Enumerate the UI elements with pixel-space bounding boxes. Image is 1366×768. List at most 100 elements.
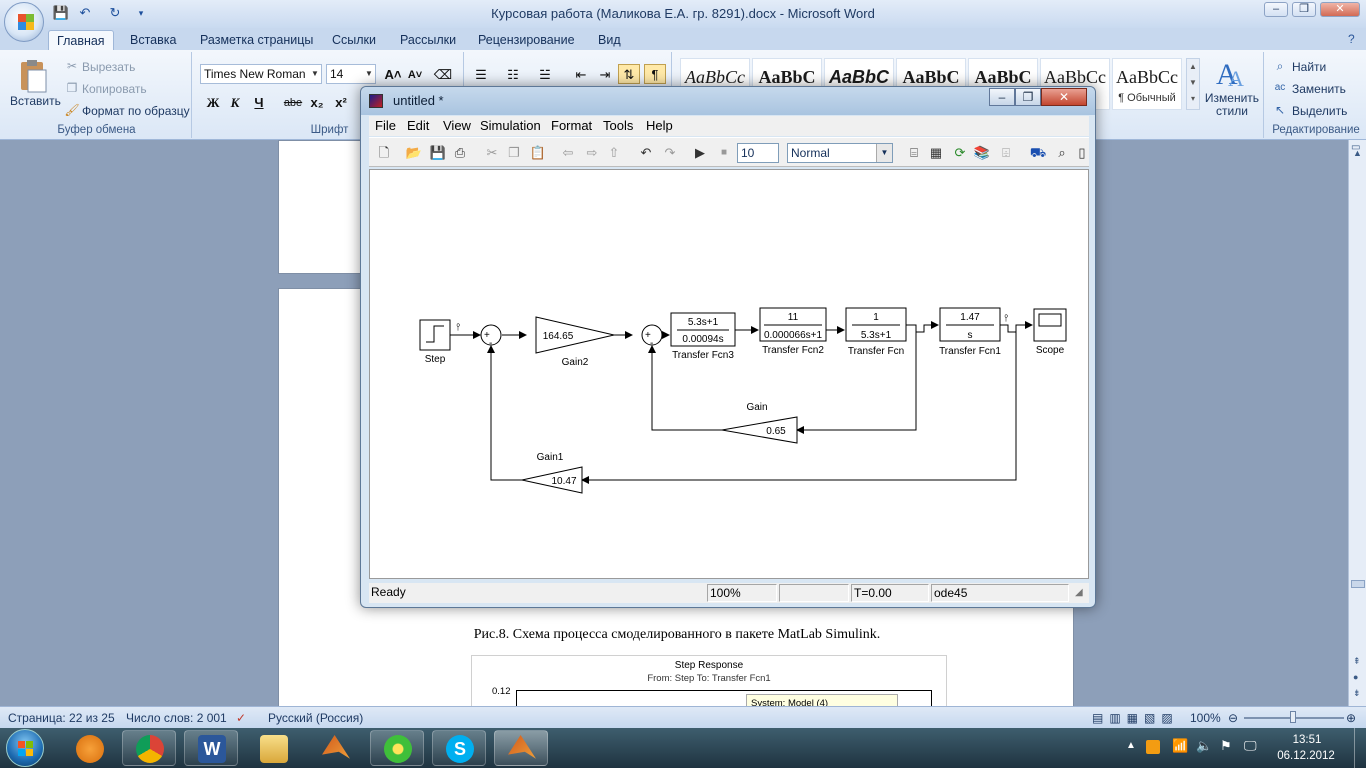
undo-icon[interactable]: ↶ xyxy=(640,145,652,160)
find-icon[interactable]: ⌕ xyxy=(1058,145,1066,160)
change-styles-button[interactable]: Изменить стили xyxy=(1204,91,1260,118)
sl-maximize-button[interactable]: ❐ xyxy=(1015,88,1041,106)
tray-pause-icon[interactable] xyxy=(1146,740,1160,754)
taskbar-icq[interactable] xyxy=(370,730,424,766)
taskbar-matlab-active[interactable] xyxy=(494,730,548,766)
taskbar-avast[interactable] xyxy=(62,730,116,766)
clear-format-icon[interactable]: ⌫ xyxy=(433,67,453,82)
zoom-in-icon[interactable]: ⊕ xyxy=(1346,711,1357,725)
menu-help[interactable]: Help xyxy=(646,118,673,133)
scope-block[interactable]: Scope xyxy=(1033,308,1067,356)
update-diagram-icon[interactable]: ▦ xyxy=(929,145,943,160)
save-icon[interactable]: 💾 xyxy=(429,145,447,160)
scroll-up-icon[interactable]: ▲ xyxy=(1353,148,1362,158)
redo-icon[interactable]: ↷ xyxy=(664,145,676,160)
undo-icon[interactable]: ↶ xyxy=(79,5,91,20)
prev-page-icon[interactable]: ⇞ xyxy=(1353,656,1361,666)
font-name-combo[interactable]: Times New Roman▼ xyxy=(200,64,322,84)
taskbar-explorer[interactable] xyxy=(246,730,300,766)
start-simulation-icon[interactable]: ▶ xyxy=(695,145,705,160)
close-button[interactable]: ✕ xyxy=(1320,2,1360,17)
proofing-icon[interactable]: ✓ xyxy=(236,711,247,725)
minimize-button[interactable]: – xyxy=(1264,2,1288,17)
bullets-icon[interactable]: ☰ xyxy=(475,67,487,82)
feedback-line-gain[interactable] xyxy=(796,332,917,434)
taskbar-matlab[interactable] xyxy=(308,730,362,766)
sl-minimize-button[interactable]: – xyxy=(989,88,1015,106)
gain1-block[interactable]: 10.47 Gain1 xyxy=(521,452,583,494)
stop-simulation-icon[interactable]: ■ xyxy=(720,147,728,158)
transfer-fcn1-block[interactable]: 1.47 s Transfer Fcn1 xyxy=(939,307,1001,357)
font-size-combo[interactable]: 14▼ xyxy=(326,64,376,84)
feedback-line-gain1[interactable] xyxy=(581,332,1017,484)
menu-simulation[interactable]: Simulation xyxy=(480,118,541,133)
tab-mailings[interactable]: Рассылки xyxy=(400,33,457,47)
clock-time[interactable]: 13:51 xyxy=(1292,734,1322,746)
zoom-out-icon[interactable]: ⊖ xyxy=(1228,711,1239,725)
library-browser-icon[interactable]: 📚 xyxy=(973,145,991,160)
office-button[interactable] xyxy=(4,2,44,42)
help-icon[interactable]: ? xyxy=(1348,32,1355,46)
find-button[interactable]: Найти xyxy=(1292,60,1327,74)
chevron-down-icon[interactable]: ▼ xyxy=(876,144,892,162)
clock-date[interactable]: 06.12.2012 xyxy=(1277,750,1335,762)
select-browse-icon[interactable]: ● xyxy=(1353,672,1359,682)
taskbar-skype[interactable]: S xyxy=(432,730,486,766)
tab-view[interactable]: Вид xyxy=(598,33,621,47)
bold-button[interactable]: Ж xyxy=(206,95,220,110)
sort-icon[interactable]: ⇅ xyxy=(618,64,640,84)
copy-icon[interactable]: ❐ xyxy=(508,145,520,160)
up-icon[interactable]: ⇧ xyxy=(608,145,620,160)
tray-network-icon[interactable]: 📶 xyxy=(1172,738,1189,753)
model-explorer-icon[interactable]: ⌹ xyxy=(1002,145,1010,160)
simulink-window[interactable]: untitled * – ❐ ✕ File Edit View Simulati… xyxy=(360,86,1096,608)
grow-font-icon[interactable]: A˄ xyxy=(384,67,402,82)
sl-close-button[interactable]: ✕ xyxy=(1041,88,1087,106)
decrease-indent-icon[interactable]: ⇤ xyxy=(575,67,587,82)
resize-grip-icon[interactable]: ◢ xyxy=(1075,587,1083,598)
print-icon[interactable]: ⎙ xyxy=(454,145,466,160)
language[interactable]: Русский (Россия) xyxy=(268,711,364,725)
show-desktop-button[interactable] xyxy=(1354,728,1366,768)
cut-icon[interactable]: ✂ xyxy=(486,145,498,160)
menu-tools[interactable]: Tools xyxy=(603,118,634,133)
maximize-button[interactable]: ❐ xyxy=(1292,2,1316,17)
signal-line[interactable] xyxy=(1000,321,1033,333)
multilevel-list-icon[interactable]: ☱ xyxy=(539,67,551,82)
customize-qat-icon[interactable]: ▾ xyxy=(138,8,144,18)
tab-review[interactable]: Рецензирование xyxy=(478,33,575,47)
increase-indent-icon[interactable]: ⇥ xyxy=(599,67,611,82)
menu-file[interactable]: File xyxy=(375,118,396,133)
sum-block-1[interactable]: + - xyxy=(480,324,502,349)
shrink-font-icon[interactable]: A˅ xyxy=(407,69,423,81)
tray-volume-icon[interactable]: 🔈 xyxy=(1196,738,1213,753)
next-page-icon[interactable]: ⇟ xyxy=(1353,688,1361,698)
replace-button[interactable]: Заменить xyxy=(1292,82,1346,96)
vertical-scrollbar[interactable]: ▭ ▲ ⇞ ● ⇟ xyxy=(1348,140,1366,706)
gain-block[interactable]: 0.65 Gain xyxy=(721,402,798,444)
tray-monitor-icon[interactable]: 🖵 xyxy=(1244,738,1257,753)
superscript-button[interactable]: x² xyxy=(335,95,347,110)
transfer-fcn-block[interactable]: 1 5.3s+1 Transfer Fcn xyxy=(845,307,907,357)
transfer-fcn3-block[interactable]: 5.3s+1 0.00094s Transfer Fcn3 xyxy=(670,312,736,361)
back-icon[interactable]: ⇦ xyxy=(562,145,574,160)
simulation-mode-select[interactable]: Normal ▼ xyxy=(787,143,893,163)
stop-time-input[interactable]: 10 xyxy=(737,143,779,163)
ruler-toggle-icon[interactable]: ▭ xyxy=(1351,142,1361,153)
view-buttons[interactable]: ▤▥▦▧▨ xyxy=(1092,711,1179,725)
feedback-line-sum2[interactable] xyxy=(648,345,722,431)
subscript-button[interactable]: x₂ xyxy=(310,95,324,110)
tab-references[interactable]: Ссылки xyxy=(332,33,377,47)
format-painter-button[interactable]: Формат по образцу xyxy=(82,104,190,118)
zoom-level[interactable]: 100% xyxy=(1190,711,1221,725)
taskbar-word[interactable]: W xyxy=(184,730,238,766)
underline-button[interactable]: Ч xyxy=(254,95,264,110)
style-tile-normal[interactable]: AaBbCc¶ Обычный xyxy=(1112,58,1182,110)
cut-button[interactable]: Вырезать xyxy=(82,60,136,74)
start-button[interactable] xyxy=(6,729,44,767)
italic-button[interactable]: К xyxy=(230,95,240,110)
show-hidden-icons[interactable]: ▲ xyxy=(1126,740,1136,751)
strikethrough-button[interactable]: abe xyxy=(283,97,303,109)
tray-flag-icon[interactable]: ⚑ xyxy=(1220,738,1232,753)
